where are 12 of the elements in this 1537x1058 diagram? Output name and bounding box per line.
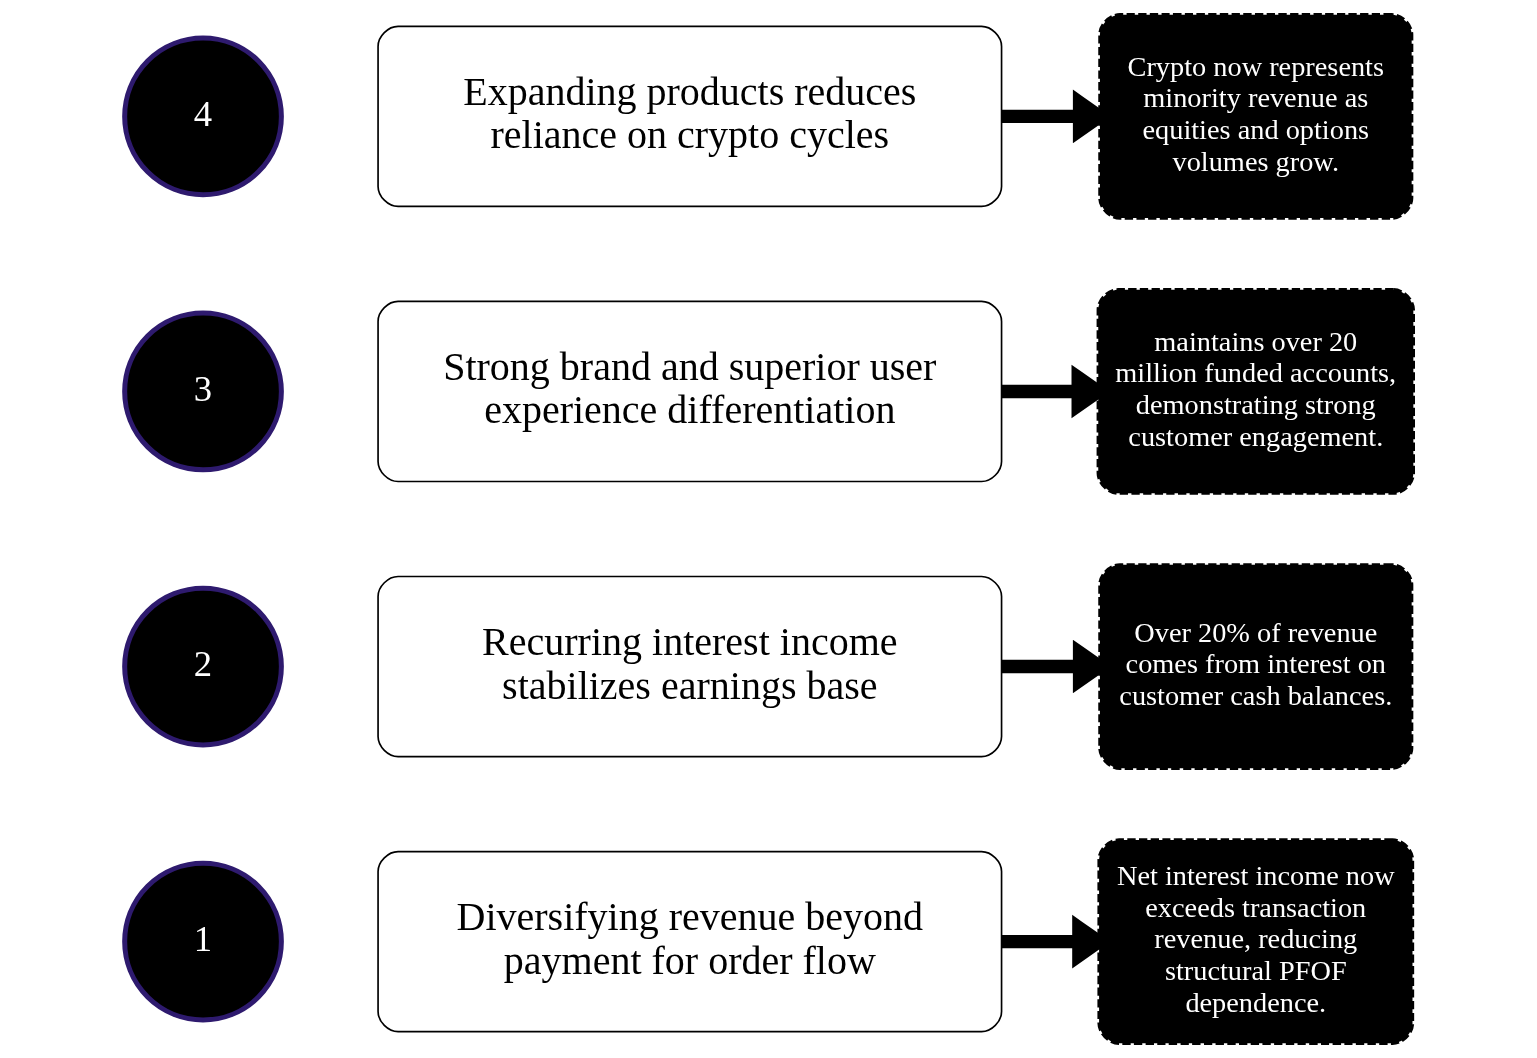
node-box: Diversifying revenue beyond payment for order flow bbox=[376, 850, 1002, 1033]
node-box: Over 20% of revenue comes from interest on customer cash balances. bbox=[1097, 563, 1413, 770]
node-circle: 1 bbox=[121, 860, 284, 1023]
node-box: Expanding products reduces reliance on crypto cycles bbox=[376, 25, 1002, 208]
node-circle: 4 bbox=[121, 35, 284, 198]
node-box: Net interest income now exceeds transaction revenue, reducing structural PFOF dependence. bbox=[1096, 838, 1414, 1045]
node-box: Strong brand and superior user experience differentiation bbox=[376, 300, 1002, 483]
node-circle: 2 bbox=[121, 585, 284, 748]
node-box: Crypto now represents minority revenue as equities and options volumes grow. bbox=[1097, 13, 1413, 220]
node-box: Recurring interest income stabilizes earnings base bbox=[376, 575, 1002, 758]
node-box: maintains over 20 million funded accounts, demonstrating strong customer engagement. bbox=[1096, 288, 1415, 495]
node-circle: 3 bbox=[121, 310, 284, 473]
